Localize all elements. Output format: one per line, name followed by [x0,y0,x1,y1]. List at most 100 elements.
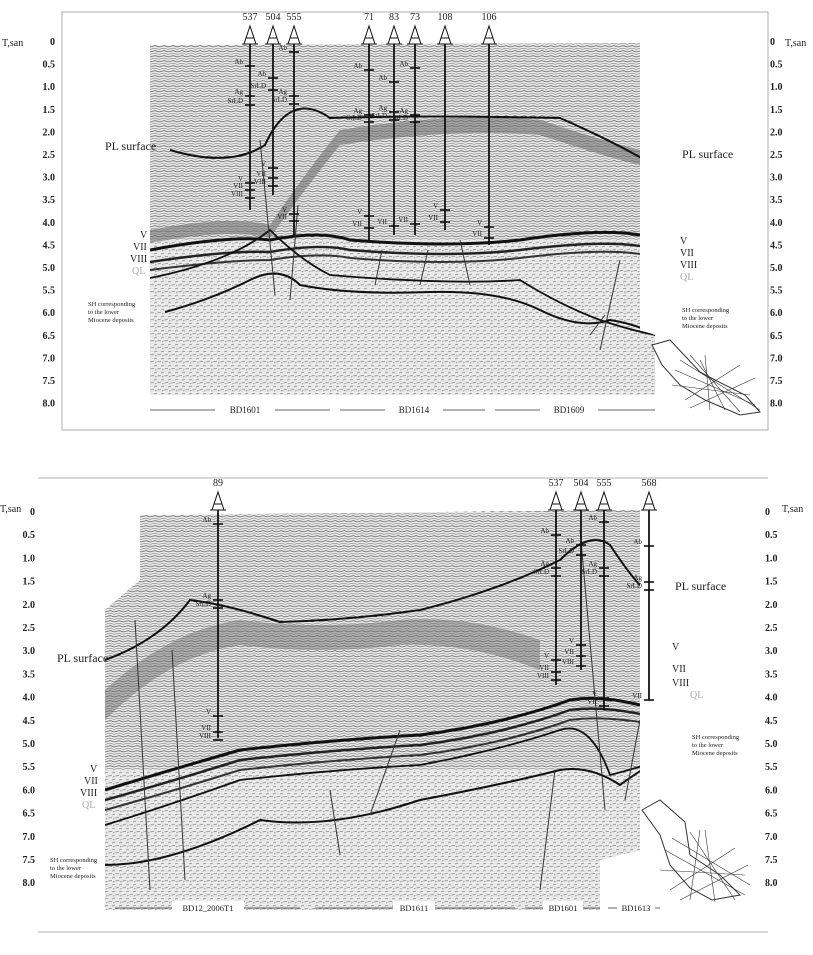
top-axis-unit-left: T,san [2,38,23,49]
bottom-axis-unit-right: T,san [782,504,803,515]
well-top-label: SrLD [533,568,549,576]
time-tick-label: 5.0 [23,739,36,750]
time-tick-label: 7.5 [765,855,778,866]
horizon-label: VIII [130,254,147,265]
time-tick-label: 1.0 [43,82,56,93]
top-seismic-svg: 00.51.01.52.02.53.03.54.04.55.05.56.06.5… [2,11,806,431]
top-frame [61,11,769,431]
time-tick-label: 7.5 [770,376,783,387]
well-top-label: Ag [353,107,362,115]
well-top-label: V [477,219,482,227]
time-tick-label: 5.0 [770,263,783,274]
bottom-seismic-svg: 00.51.01.52.02.53.03.54.04.55.05.56.06.5… [0,477,803,933]
time-tick-label: 0.5 [770,60,783,71]
profile-label: BD1614 [399,405,430,415]
well-top-label: VII [564,648,574,656]
well-top-label: Ab [234,58,243,66]
well-top-label: V [433,202,438,210]
well-top-label: SrLD [346,114,362,122]
time-tick-label: 6.5 [23,809,36,820]
well-top-label: SrLD [392,114,408,122]
time-tick-label: 1.0 [765,553,778,564]
well-top-label: Ag [540,560,549,568]
well-top-label: Ag [378,104,387,112]
horizon-label: VII [84,776,98,787]
time-tick-label: 7.0 [43,353,56,364]
time-tick-label: 7.0 [23,832,36,843]
well-derrick-icon [361,24,377,45]
time-tick-label: 5.0 [765,739,778,750]
well-top-label: V [357,208,362,216]
well-top-label: VII [377,218,387,226]
top-location-map [651,339,761,416]
bottom-axis-unit-left: T,san [0,504,21,515]
well-top-label: Ag [202,592,211,600]
well-top-label: Ab [399,60,408,68]
bottom-horizon-labels-left: V VII VIII QL [80,764,98,811]
horizon-label: QL [82,800,95,811]
well-top-label: SrLD [271,96,287,104]
well-derrick-icon [242,24,258,45]
time-tick-label: 5.5 [23,762,36,773]
time-tick-label: 3.5 [765,669,778,680]
well-top-label: Ab [353,62,362,70]
well-derrick-icon [265,24,281,45]
top-seismic-section [150,43,655,395]
time-tick-label: 3.0 [43,173,56,184]
well-top-label: VII [428,214,438,222]
horizon-label: V [680,236,688,247]
time-tick-label: 6.5 [770,331,783,342]
well-top-label: VIII [254,178,267,186]
time-tick-label: 0 [50,37,55,48]
well-number-label: 568 [642,478,657,489]
well-top-label: Ag [588,560,597,568]
well-derrick-icon [210,490,226,511]
well-derrick-icon [573,490,589,511]
time-tick-label: 3.0 [765,646,778,657]
time-tick-label: 2.5 [765,623,778,634]
well-number-label: 504 [574,478,589,489]
well-number-label: 89 [213,478,223,489]
time-tick-label: 2.0 [765,600,778,611]
well-top-label: VII [233,182,243,190]
time-tick-label: 1.0 [770,82,783,93]
time-tick-label: 5.0 [43,263,56,274]
well-top-label: V [544,652,549,660]
well-number-label: 108 [438,12,453,23]
time-tick-label: 2.5 [23,623,36,634]
time-tick-label: 5.5 [770,286,783,297]
well-top-label: VII [632,692,642,700]
well-top-label: V [238,175,243,183]
time-tick-label: 0 [770,37,775,48]
horizon-label: VII [680,248,694,259]
time-tick-label: 8.0 [43,399,56,410]
time-tick-label: 6.0 [770,308,783,319]
top-pl-surface-right: PL surface [682,147,733,161]
bottom-location-map [641,799,751,903]
well-top-label: VII [472,230,482,238]
time-tick-label: 7.5 [43,376,56,387]
well-top-label: VII [587,698,597,706]
time-tick-label: 0 [30,507,35,518]
time-tick-label: 8.0 [770,399,783,410]
time-tick-label: 5.5 [43,286,56,297]
time-tick-label: 3.5 [43,195,56,206]
well-derrick-icon [407,24,423,45]
well-derrick-icon [437,24,453,45]
well-top-label: VII [398,216,408,224]
profile-label: BD1609 [554,405,585,415]
well-top-label: VIII [562,658,575,666]
time-tick-label: 4.0 [43,218,56,229]
well-top-label: Ab [540,527,549,535]
